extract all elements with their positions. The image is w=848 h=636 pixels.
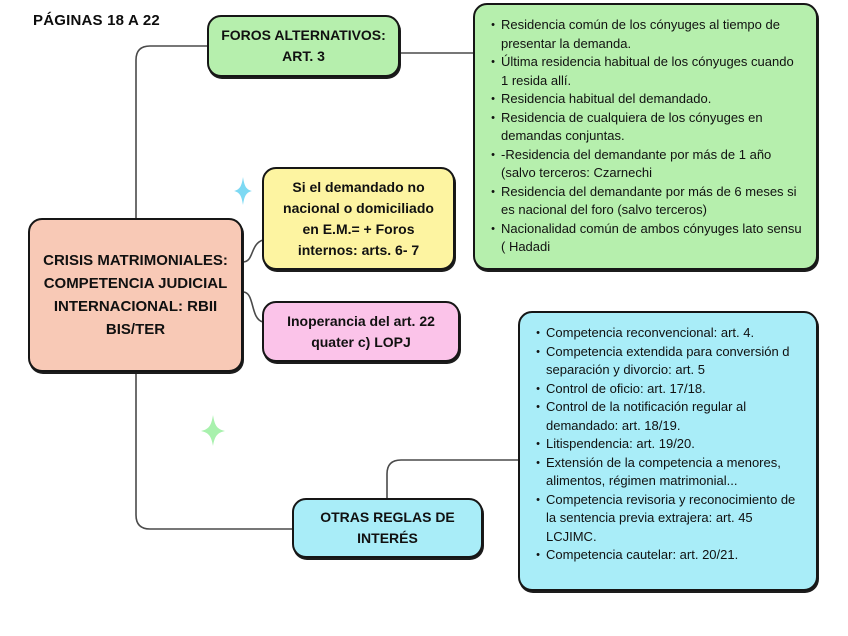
connector-main-to-demandado: [242, 239, 264, 263]
list-item-text: Control de la notificación regular al de…: [546, 399, 747, 433]
sparkle-green-icon: [201, 415, 225, 446]
list-item: • Nacionalidad común de ambos cónyuges l…: [485, 220, 804, 257]
node-otras-reglas: OTRAS REGLAS DE INTERÉS: [292, 498, 483, 558]
list-item: • Última residencia habitual de los cóny…: [485, 53, 804, 90]
list-item-text: Residencia común de los cónyuges al tiem…: [501, 17, 780, 51]
node-demandado-label: Si el demandado no nacional o domiciliad…: [283, 178, 434, 258]
list-item: • Residencia común de los cónyuges al ti…: [485, 16, 804, 53]
list-item-text: Competencia extendida para conversión d …: [546, 343, 790, 378]
node-otras-reglas-label: OTRAS REGLAS DE INTERÉS: [320, 509, 455, 546]
bullet-icon: •: [491, 185, 495, 198]
node-inoperancia-lopj: Inoperancia del art. 22 quater c) LOPJ: [262, 301, 460, 362]
node-foros-alternativos-label: FOROS ALTERNATIVOS: ART. 3: [221, 27, 386, 64]
node-foros-detail-list: • Residencia común de los cónyuges al ti…: [473, 3, 818, 270]
list-item: • Litispendencia: art. 19/20.: [530, 435, 804, 454]
list-item: • Control de oficio: art. 17/18.: [530, 380, 804, 399]
list-item: • Residencia de cualquiera de los cónyug…: [485, 109, 804, 146]
list-item: • Competencia revisoria y reconocimiento…: [530, 491, 804, 547]
list-item: • Extensión de la competencia a menores,…: [530, 454, 804, 491]
sparkle-blue-icon: [234, 177, 252, 205]
connector-main-to-foros: [135, 45, 208, 218]
bullet-icon: •: [536, 549, 540, 561]
list-item-text: Residencia del demandante por más de 6 m…: [501, 183, 797, 218]
bullet-icon: •: [536, 438, 540, 450]
list-item: • Competencia cautelar: art. 20/21.: [530, 546, 804, 565]
bullet-icon: •: [491, 222, 495, 235]
node-otras-detail-list: • Competencia reconvencional: art. 4. • …: [518, 311, 818, 591]
list-item: • Competencia extendida para conversión …: [530, 343, 804, 380]
bullet-icon: •: [536, 327, 540, 339]
bullet-icon: •: [536, 382, 540, 395]
page-title: PÁGINAS 18 A 22: [33, 12, 160, 29]
bullet-icon: •: [536, 345, 540, 358]
bullet-icon: •: [536, 493, 540, 506]
bullet-icon: •: [536, 401, 540, 413]
list-item: • Competencia reconvencional: art. 4.: [530, 324, 804, 343]
connector-main-to-otras: [135, 372, 293, 530]
list-item: • Residencia del demandante por más de 6…: [485, 183, 804, 220]
bullet-icon: •: [491, 56, 495, 68]
bullet-icon: •: [491, 93, 495, 105]
connector-main-to-inoperancia: [242, 291, 264, 323]
list-item-text: Control de oficio: art. 17/18.: [546, 380, 706, 396]
bullet-icon: •: [491, 148, 495, 161]
connector-otras-to-detail: [386, 459, 519, 498]
list-item-text: Residencia de cualquiera de los cónyuges…: [501, 109, 763, 144]
list-item-text: -Residencia del demandante por más de 1 …: [501, 146, 772, 181]
bullet-icon: •: [536, 456, 540, 469]
list-item-text: Última residencia habitual de los cónyug…: [501, 54, 794, 88]
node-inoperancia-label: Inoperancia del art. 22 quater c) LOPJ: [287, 313, 435, 350]
list-item-text: Competencia reconvencional: art. 4.: [546, 325, 755, 340]
list-item-text: Competencia cautelar: art. 20/21.: [546, 547, 739, 562]
list-item: • Residencia habitual del demandado.: [485, 90, 804, 109]
list-item-text: Litispendencia: art. 19/20.: [546, 436, 695, 451]
list-item-text: Nacionalidad común de ambos cónyuges lat…: [501, 220, 802, 255]
node-crisis-matrimoniales-label: CRISIS MATRIMONIALES: COMPETENCIA JUDICI…: [43, 251, 228, 339]
list-item: • -Residencia del demandante por más de …: [485, 146, 804, 183]
list-item-text: Competencia revisoria y reconocimiento d…: [546, 491, 796, 544]
list-item: • Control de la notificación regular al …: [530, 398, 804, 435]
bullet-icon: •: [491, 111, 495, 124]
node-foros-alternativos: FOROS ALTERNATIVOS: ART. 3: [207, 15, 400, 77]
bullet-icon: •: [491, 19, 495, 31]
list-item-text: Residencia habitual del demandado.: [501, 91, 712, 106]
list-item-text: Extensión de la competencia a menores, a…: [546, 454, 781, 489]
node-crisis-matrimoniales: CRISIS MATRIMONIALES: COMPETENCIA JUDICI…: [28, 218, 243, 372]
node-demandado-foros-internos: Si el demandado no nacional o domiciliad…: [262, 167, 455, 270]
